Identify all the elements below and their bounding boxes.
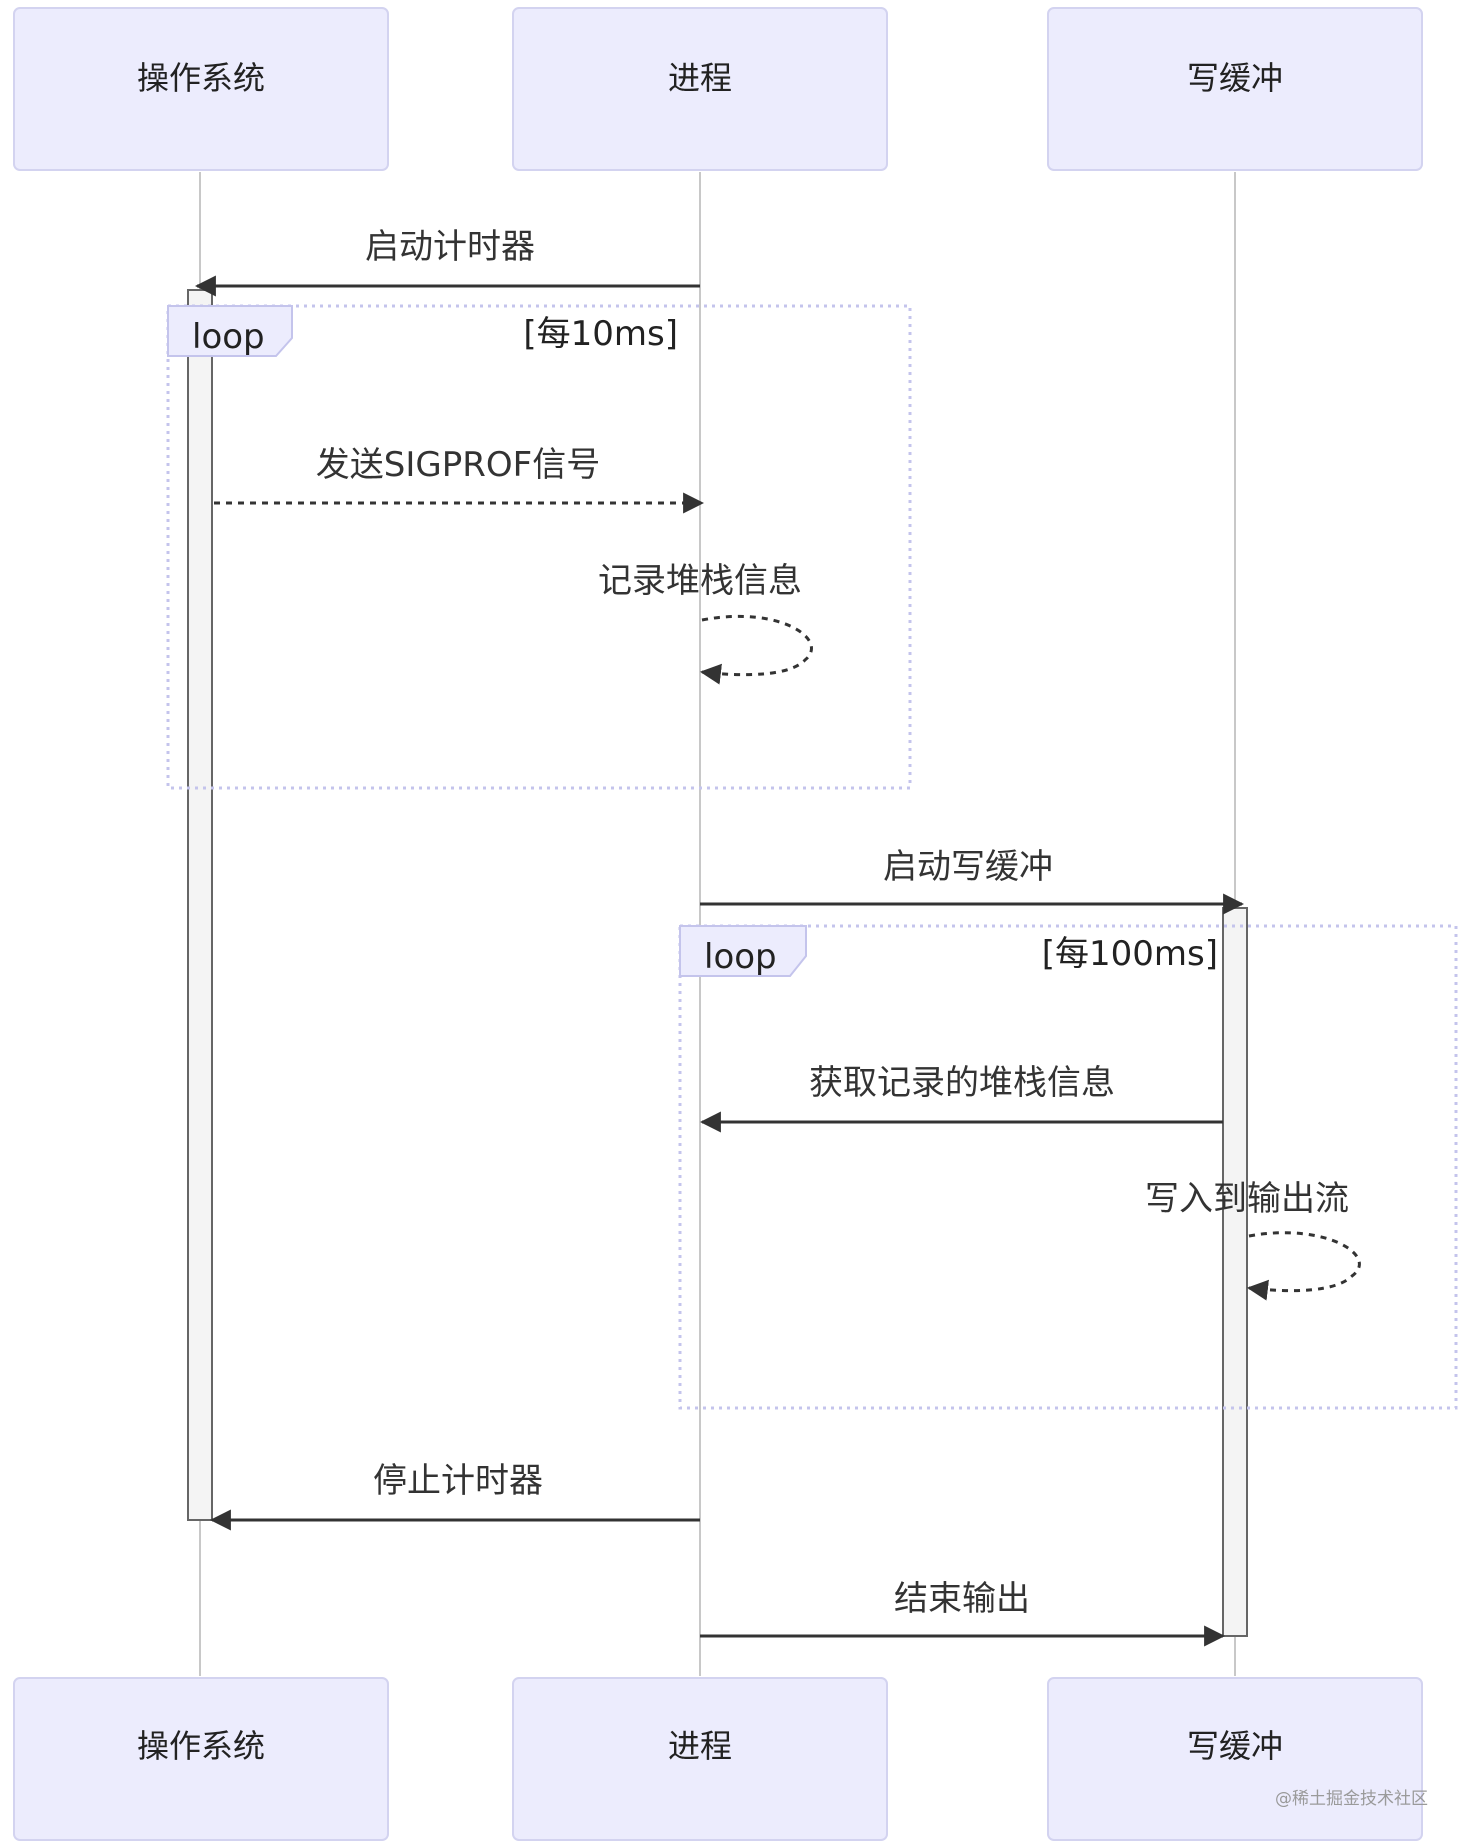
actor-os-top-label: 操作系统 (137, 59, 265, 97)
actor-process-bottom-label: 进程 (668, 1727, 732, 1765)
message-label-record-stack: 记录堆栈信息 (598, 561, 802, 601)
message-arrow-write-output (1246, 1231, 1361, 1301)
loop-frame-100ms: loop [每100ms] (678, 924, 1458, 1410)
actor-process-bottom: 进程 (512, 1677, 888, 1841)
message-label-write-output: 写入到输出流 (1145, 1179, 1349, 1219)
message-label-start-timer: 启动计时器 (365, 227, 535, 267)
actor-write-buffer-bottom: 写缓冲 (1047, 1677, 1423, 1841)
message-label-send-sigprof: 发送SIGPROF信号 (316, 445, 600, 485)
actor-os-bottom: 操作系统 (13, 1677, 389, 1841)
watermark-text: @稀土掘金技术社区 (1275, 1789, 1428, 1809)
loop-condition-100ms: [每100ms] (1042, 934, 1218, 974)
actor-os-bottom-label: 操作系统 (137, 1727, 265, 1765)
actor-os-top: 操作系统 (13, 7, 389, 171)
activation-write-buffer (1222, 907, 1248, 1637)
message-arrow-record-stack (699, 614, 813, 685)
actor-write-buffer-bottom-label: 写缓冲 (1187, 1727, 1283, 1765)
loop-label-10ms: loop (192, 317, 265, 357)
message-label-start-write-buffer: 启动写缓冲 (883, 847, 1053, 887)
message-label-stop-timer: 停止计时器 (373, 1461, 543, 1501)
actor-process-top: 进程 (512, 7, 888, 171)
actor-process-top-label: 进程 (668, 59, 732, 97)
loop-label-100ms: loop (704, 937, 777, 977)
loop-condition-10ms: [每10ms] (523, 314, 678, 354)
message-label-end-output: 结束输出 (894, 1579, 1030, 1619)
activation-os (187, 289, 213, 1521)
actor-write-buffer-top-label: 写缓冲 (1187, 59, 1283, 97)
actor-write-buffer-top: 写缓冲 (1047, 7, 1423, 171)
loop-frame-10ms: loop [每10ms] (166, 304, 912, 790)
message-label-fetch-stack: 获取记录的堆栈信息 (809, 1063, 1115, 1103)
